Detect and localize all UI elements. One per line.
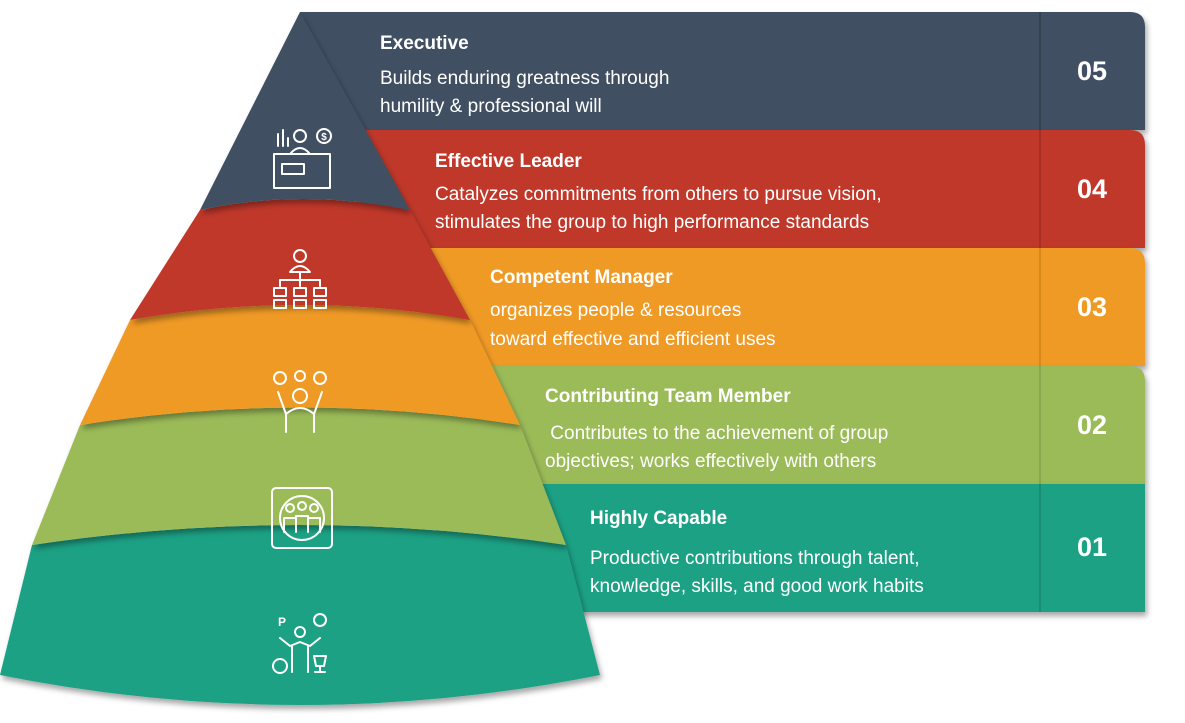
level-number: 01 <box>1077 532 1107 562</box>
cone-level-02 <box>32 407 566 545</box>
level-description-line: organizes people & resources <box>490 300 741 321</box>
svg-text:P: P <box>278 615 286 629</box>
level-description-line: knowledge, skills, and good work habits <box>590 576 924 597</box>
banner-level-04: Effective Leader Catalyzes commitments f… <box>360 130 1145 248</box>
org-chart-icon <box>273 249 327 309</box>
level-description-line: Productive contributions through talent, <box>590 548 920 569</box>
level-number: 03 <box>1077 292 1107 322</box>
team-group-icon <box>271 487 333 549</box>
level-description-line: humility & professional will <box>380 96 602 117</box>
level-title: Competent Manager <box>490 267 673 288</box>
cone-level-03 <box>80 305 520 425</box>
level-description-line: Contributes to the achievement of group <box>545 423 888 444</box>
ideas-person-icon <box>273 370 327 433</box>
banner-level-05: Executive Builds enduring greatness thro… <box>300 12 1145 130</box>
level-description-line: toward effective and efficient uses <box>490 329 776 350</box>
achiever-icon: P <box>272 613 327 674</box>
executive-desk-icon: $ <box>273 128 332 189</box>
cone-level-04 <box>130 199 470 320</box>
level-number: 02 <box>1077 410 1107 440</box>
banner-level-03: Competent Manager organizes people & res… <box>420 248 1145 366</box>
cone-level-05 <box>200 12 410 210</box>
level-title: Highly Capable <box>590 508 727 529</box>
level-title: Executive <box>380 33 469 54</box>
banner-level-01: Highly Capable Productive contributions … <box>520 484 1145 612</box>
level-description-line: objectives; works effectively with other… <box>545 451 876 472</box>
level-description-line: Builds enduring greatness through <box>380 68 669 89</box>
level-title: Effective Leader <box>435 151 582 172</box>
svg-text:$: $ <box>321 132 327 143</box>
level-number: 05 <box>1077 56 1107 86</box>
level-description-line: Catalyzes commitments from others to pur… <box>435 184 882 205</box>
level-description-line: stimulates the group to high performance… <box>435 212 869 233</box>
level-title: Contributing Team Member <box>545 386 791 407</box>
level-number: 04 <box>1077 174 1107 204</box>
cone-level-01 <box>0 525 600 705</box>
banner-level-02: Contributing Team Member Contributes to … <box>470 366 1145 484</box>
